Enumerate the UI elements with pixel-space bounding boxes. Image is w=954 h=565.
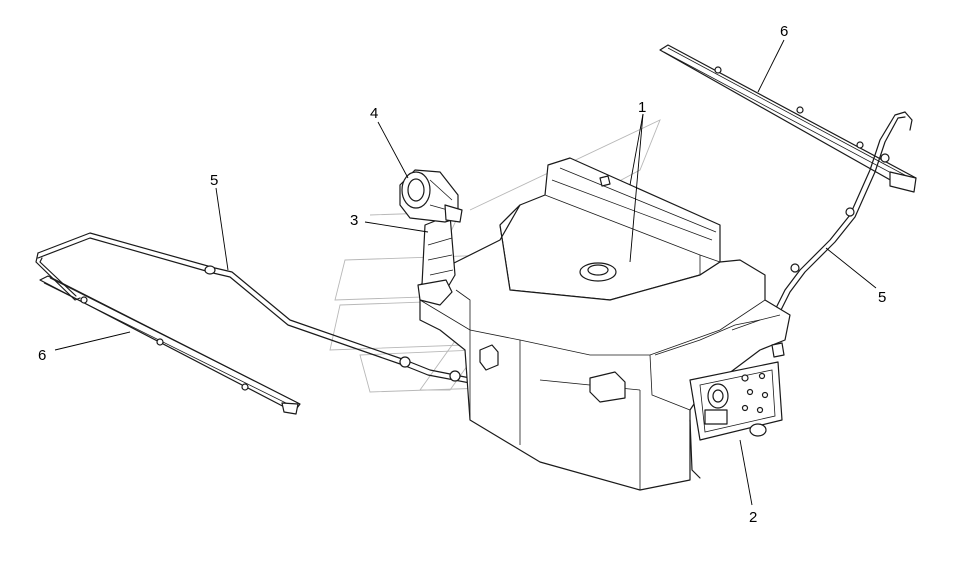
leader-2: [739, 439, 753, 506]
leader-1b: [629, 113, 644, 263]
callout-6-left: 6: [38, 347, 46, 364]
leader-1: [629, 113, 644, 186]
callout-1: 1: [638, 99, 646, 116]
callout-3: 3: [350, 212, 358, 229]
leader-3: [364, 221, 429, 233]
right-washer-hose: [769, 111, 913, 323]
left-wiper-arm: [39, 275, 301, 415]
filler-cap: [399, 169, 463, 223]
right-wiper-arm: [659, 44, 917, 193]
callout-5-left: 5: [210, 172, 218, 189]
filler-neck: [417, 214, 456, 306]
callout-2: 2: [749, 509, 757, 526]
callout-5-right: 5: [878, 289, 886, 306]
callout-6-right: 6: [780, 23, 788, 40]
leader-5-left: [215, 187, 229, 271]
washer-reservoir: [419, 157, 791, 491]
leader-6-left: [54, 331, 131, 351]
washer-pump: [689, 342, 785, 479]
leader-5-right: [825, 247, 877, 289]
leader-lines: [54, 39, 877, 506]
leader-6-right: [757, 39, 785, 93]
leader-4: [377, 121, 409, 179]
callout-4: 4: [370, 105, 378, 122]
callout-numbers: 1 2 3 4 5 5 6 6: [38, 23, 886, 526]
